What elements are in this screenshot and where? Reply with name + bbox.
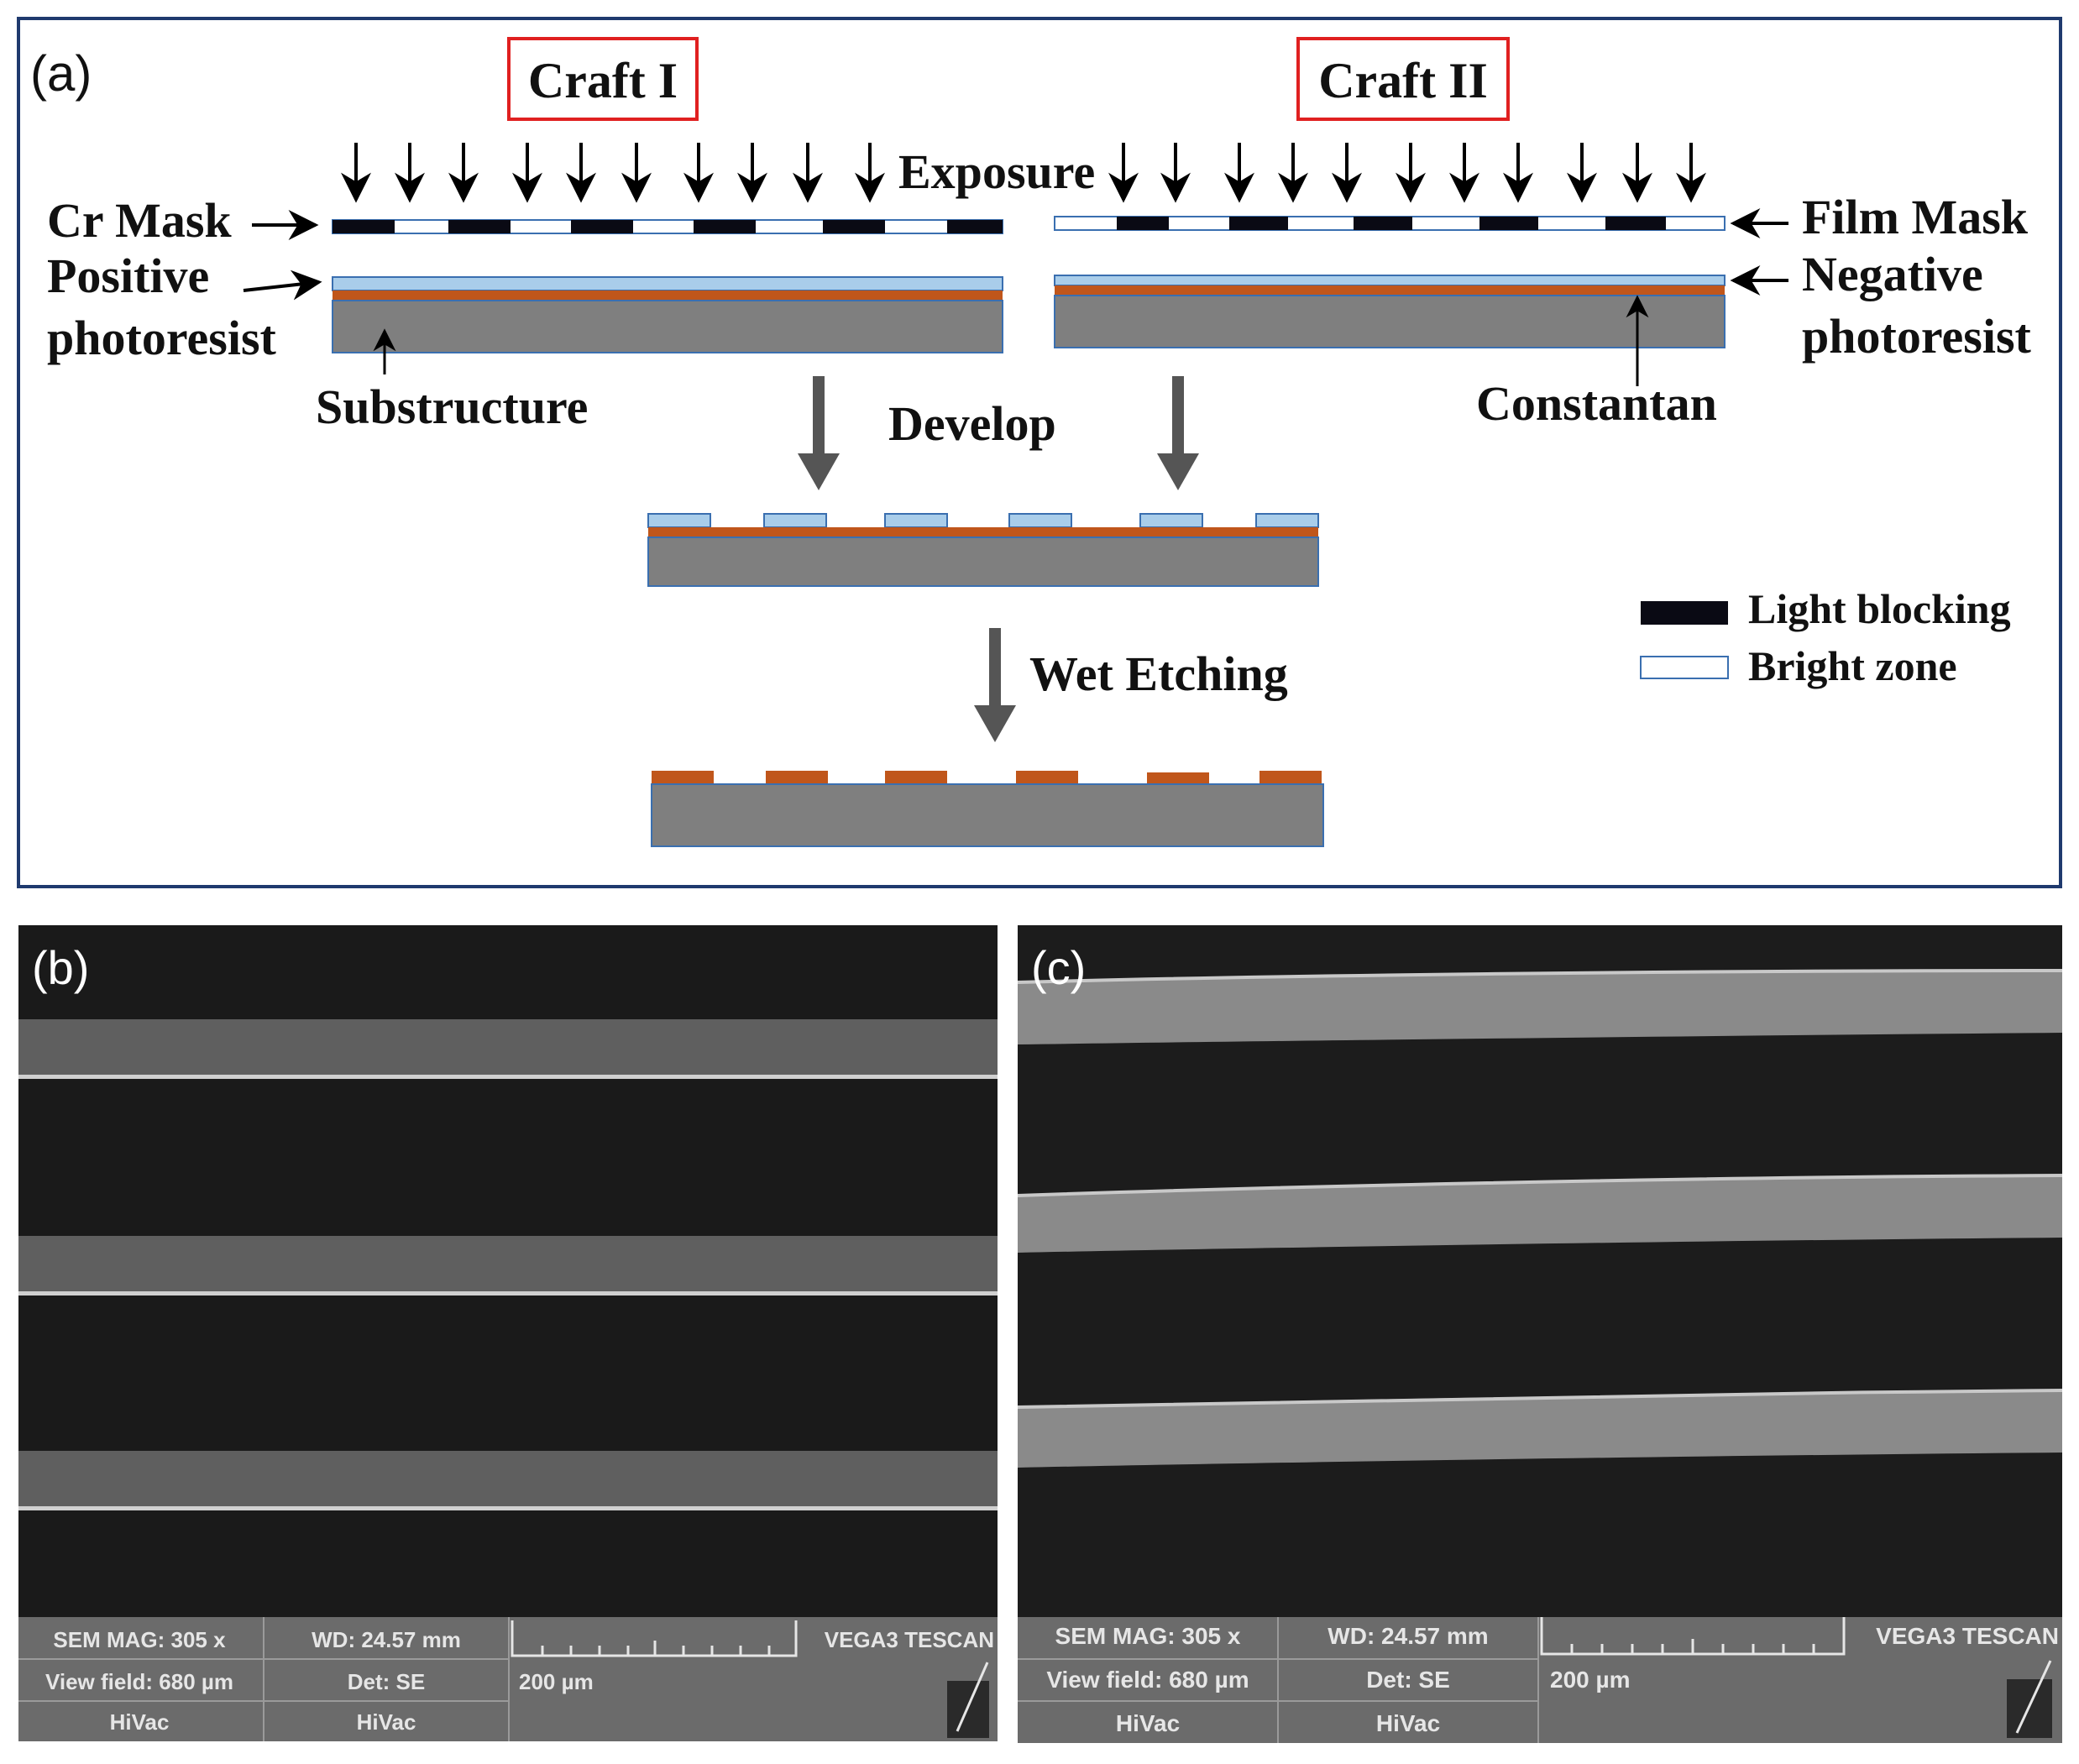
wet-etching-arrow <box>974 628 1016 742</box>
etched-stack <box>651 771 1324 847</box>
film-mask-label: Film Mask <box>1802 190 2029 244</box>
craft1-box <box>507 37 699 121</box>
film-mask <box>1054 216 1726 231</box>
sem-b-mag: SEM MAG: 305 x <box>53 1627 226 1652</box>
wet-etching-label: Wet Etching <box>1029 646 1288 701</box>
sem-b-det: Det: SE <box>348 1669 425 1694</box>
sem-b-view-field: View field: 680 µm <box>45 1669 233 1694</box>
panel-b-label: (b) <box>32 941 89 994</box>
constantan-label: Constantan <box>1476 376 1717 431</box>
develop-label: Develop <box>888 396 1056 451</box>
positive-label-2: photoresist <box>47 311 277 365</box>
negative-label-1: Negative <box>1802 247 1983 301</box>
sem-b-strip-1 <box>18 1019 998 1075</box>
sem-c-strip-2 <box>1018 1175 2062 1253</box>
sem-b-vac2: HiVac <box>357 1709 416 1735</box>
legend-bright-zone-swatch <box>1640 656 1729 679</box>
sem-c-vac2: HiVac <box>1376 1710 1440 1736</box>
panel-c-label: (c) <box>1031 941 1086 994</box>
sem-c-scale-label: 200 µm <box>1550 1667 1631 1693</box>
panel-c: (c) SEM MAG: 305 x WD: 24.57 mm View fie… <box>1017 925 2063 1743</box>
panel-a: (a) Craft I Craft II Exposure <box>17 17 2062 888</box>
craft2-title: Craft II <box>1318 53 1488 108</box>
sem-c-info-bar: SEM MAG: 305 x WD: 24.57 mm View field: … <box>1018 1617 2062 1743</box>
sem-c-mag: SEM MAG: 305 x <box>1055 1623 1241 1649</box>
exposure-arrows-right <box>1108 143 1706 203</box>
sem-c-view-field: View field: 680 µm <box>1046 1667 1249 1693</box>
substrate-right <box>1054 295 1726 348</box>
sem-b-brand: VEGA3 TESCAN <box>825 1627 994 1652</box>
legend-bright-zone-label: Bright zone <box>1748 642 1957 689</box>
sem-b-info-bar: SEM MAG: 305 x WD: 24.57 mm View field: … <box>18 1617 998 1741</box>
cr-mask <box>332 219 1003 234</box>
positive-photoresist-layer <box>332 276 1003 291</box>
sem-b-scale-bar <box>511 1620 798 1657</box>
sem-b-vac1: HiVac <box>110 1709 170 1735</box>
legend-light-blocking-swatch <box>1641 601 1728 625</box>
panel-a-frame <box>17 17 2062 888</box>
sem-b-wd: WD: 24.57 mm <box>312 1627 461 1652</box>
sem-c-brand: VEGA3 TESCAN <box>1876 1623 2059 1649</box>
exposure-arrows-left <box>341 143 885 203</box>
sem-c-det: Det: SE <box>1366 1667 1450 1693</box>
sem-b-strip-3 <box>18 1451 998 1506</box>
constantan-layer-left <box>333 291 1003 301</box>
sem-c-scale-bar <box>1540 1617 1846 1656</box>
left-stack <box>332 276 1003 353</box>
sem-c-wd: WD: 24.57 mm <box>1328 1623 1488 1649</box>
panel-a-label: (a) <box>30 45 92 102</box>
constantan-layer-right <box>1055 285 1725 296</box>
legend: Light blocking Bright zone <box>1640 585 2011 689</box>
craft2-box <box>1296 37 1510 121</box>
sem-b-strip-2 <box>18 1236 998 1291</box>
developed-stack <box>647 513 1319 587</box>
exposure-label: Exposure <box>898 144 1095 199</box>
sem-c-strip-1 <box>1018 971 2062 1044</box>
substructure-label: Substructure <box>316 379 588 434</box>
negative-photoresist-layer <box>1054 275 1726 286</box>
cr-mask-label: Cr Mask <box>47 193 232 248</box>
negative-label-2: photoresist <box>1802 309 2032 364</box>
panel-b: (b) SEM MAG: 305 x WD: 24.57 mm View fie… <box>18 925 998 1741</box>
sem-c-strip-3 <box>1018 1390 2062 1468</box>
sem-b-scale-label: 200 µm <box>519 1669 594 1694</box>
positive-arrow <box>243 270 322 301</box>
right-stack <box>1054 275 1726 348</box>
legend-light-blocking-label: Light blocking <box>1748 585 2011 632</box>
develop-arrows <box>798 376 1199 490</box>
substrate-left <box>332 300 1003 353</box>
sem-c-vac1: HiVac <box>1116 1710 1180 1736</box>
positive-label-1: Positive <box>47 249 209 303</box>
craft1-title: Craft I <box>528 53 678 108</box>
